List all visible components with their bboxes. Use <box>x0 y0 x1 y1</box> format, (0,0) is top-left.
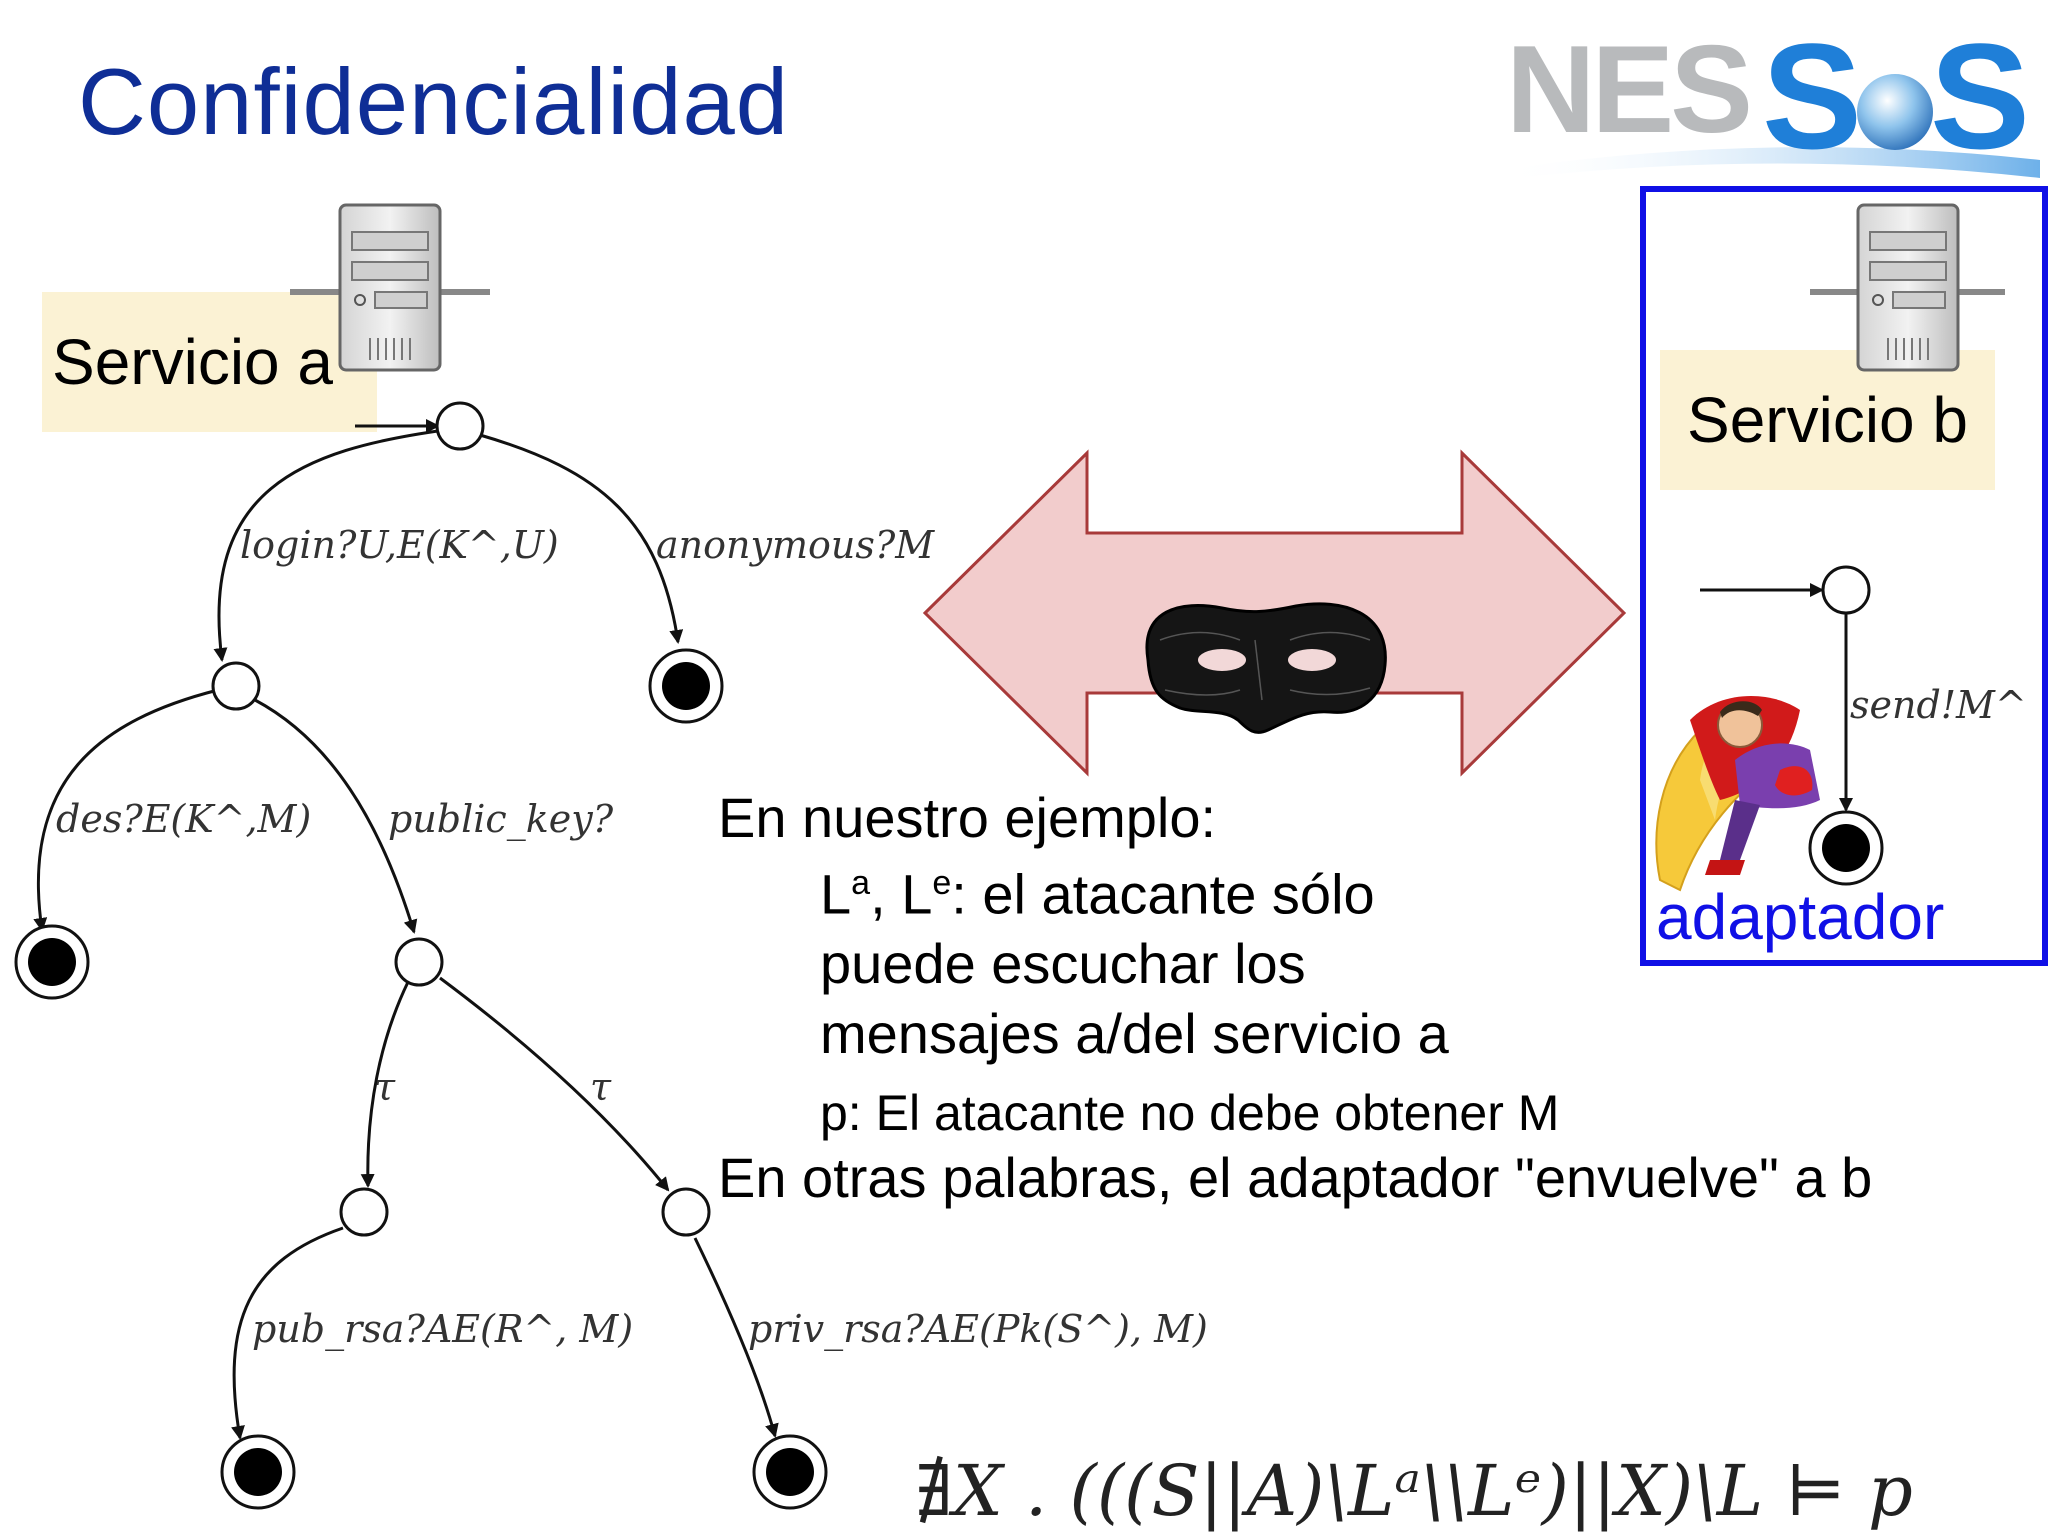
service-a-label: Servicio a <box>42 292 377 432</box>
adapter-label: adaptador <box>1656 881 1945 953</box>
nessos-logo-graphic: NES S S <box>1500 12 2040 180</box>
example-line-1: La, Le: el atacante sólo <box>820 866 1375 923</box>
state-final-des <box>14 924 90 1000</box>
state-a3 <box>339 1187 389 1237</box>
example-line-1-rest: : el atacante sólo <box>951 862 1375 926</box>
la-superscript: a <box>851 864 871 902</box>
edge-label-public-key: public_key? <box>388 797 614 842</box>
example-line-4: p: El atacante no debe obtener M <box>820 1085 1560 1141</box>
edge-tau-left <box>360 981 410 1188</box>
edge-priv-rsa <box>693 1237 779 1438</box>
example-heading: En nuestro ejemplo: <box>718 786 1217 849</box>
slide-title: Confidencialidad <box>78 49 790 154</box>
state-final-priv-rsa <box>752 1434 828 1510</box>
state-final-anonymous <box>648 648 724 724</box>
edge-label-anonymous: anonymous?M <box>656 523 935 567</box>
logo-s2: S <box>1930 20 2030 180</box>
logo-nes-text: NES <box>1506 21 1749 159</box>
state-final-pub-rsa <box>220 1434 296 1510</box>
edge-label-login: login?U,E(K^,U) <box>240 523 559 567</box>
logo-s1: S <box>1762 20 1862 180</box>
state-a4 <box>661 1187 711 1237</box>
edge-anonymous <box>479 433 684 644</box>
edge-label-pub-rsa: pub_rsa?AE(R^, M) <box>252 1307 633 1352</box>
state-final-b <box>1808 810 1884 886</box>
edge-tau-right <box>439 976 670 1192</box>
automaton-a-edges <box>33 419 779 1440</box>
server-icon-b <box>1810 203 2005 372</box>
edge-public-key <box>254 698 418 934</box>
service-b-label: Servicio b <box>1660 350 1995 490</box>
automaton-a-states <box>14 401 828 1510</box>
example-line-2: puede escuchar los <box>820 932 1306 995</box>
la-label: L <box>820 862 852 926</box>
edge-pub-rsa <box>231 1226 344 1440</box>
superhero-icon <box>1655 696 1820 892</box>
adapter-box <box>1640 186 2048 966</box>
edge-label-des: des?E(K^,M) <box>56 797 311 841</box>
example-line-5: En otras palabras, el adaptador "envuelv… <box>718 1146 1873 1209</box>
mask-icon <box>1145 602 1387 734</box>
le-label: , L <box>870 862 933 926</box>
state-initial-b <box>1821 565 1871 615</box>
edge-label-priv-rsa: priv_rsa?AE(Pk(S^), M) <box>748 1307 1208 1352</box>
edge-label-send: send!M^ <box>1850 683 2027 727</box>
example-line-3: mensajes a/del servicio a <box>820 1002 1449 1065</box>
logo-globe <box>1857 74 1933 150</box>
state-a1 <box>211 661 261 711</box>
server-icon-a <box>290 203 490 372</box>
state-initial-a <box>435 401 485 451</box>
edge-login <box>213 428 446 662</box>
nessos-logo: NES S S <box>1500 12 2040 180</box>
le-superscript: e <box>932 864 952 902</box>
formula: ∄X . (((S||A)\Lᵃ\\Lᵉ)||X)\L ⊨ p <box>915 1450 1913 1532</box>
state-a2 <box>394 937 444 987</box>
edge-label-tau-right: τ <box>590 1065 612 1109</box>
automaton-b <box>1700 565 1884 886</box>
edge-des <box>33 688 219 932</box>
edge-label-tau-left: τ <box>374 1065 396 1109</box>
